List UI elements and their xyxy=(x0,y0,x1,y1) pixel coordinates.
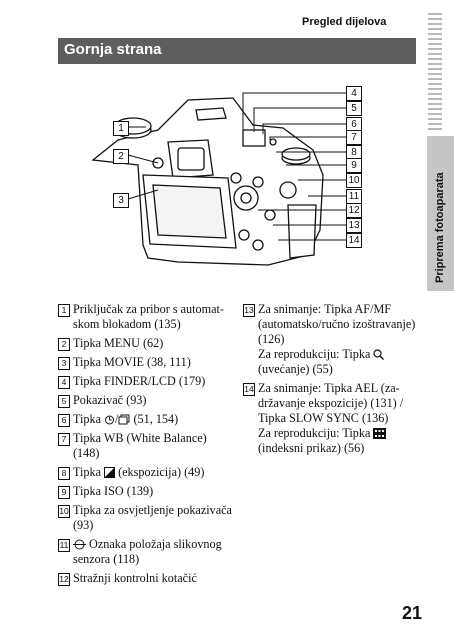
side-stripes xyxy=(428,13,442,133)
side-tab-label: Priprema fotoaparata xyxy=(434,172,446,283)
item-number: 6 xyxy=(58,414,70,427)
item-number: 5 xyxy=(58,395,70,408)
callout-7: 7 xyxy=(346,130,362,145)
continuous-shooting-icon xyxy=(118,414,130,425)
item-text-suffix: (uvećanje) (55) xyxy=(258,362,333,376)
item-number: 3 xyxy=(58,357,70,370)
item-number: 14 xyxy=(243,383,255,396)
exposure-compensation-icon xyxy=(104,467,116,478)
item-number: 7 xyxy=(58,433,70,446)
callout-11: 11 xyxy=(346,189,362,204)
callout-1: 1 xyxy=(113,121,129,136)
item-number: 13 xyxy=(243,304,255,317)
camera-figure: 1 2 3 4 5 6 7 8 9 10 11 12 13 14 xyxy=(58,70,398,290)
item-text: Pokazivač (93) xyxy=(73,393,147,407)
item-text-separator: / xyxy=(115,412,119,426)
item-text: Za snimanje: Tipka AEL (za- državanje ek… xyxy=(258,381,404,440)
item-text: Tipka ISO (139) xyxy=(73,484,154,498)
item-text: Za snimanje: Tipka AF/MF (automatsko/ruč… xyxy=(258,302,416,361)
item-number: 1 xyxy=(58,304,70,317)
callout-13: 13 xyxy=(346,218,362,233)
item-number: 10 xyxy=(58,505,70,518)
item-text-prefix: Tipka xyxy=(73,465,105,479)
magnifier-icon xyxy=(373,349,385,360)
callout-5: 5 xyxy=(346,101,362,116)
page-header-title: Pregled dijelova xyxy=(302,16,387,28)
item-number: 12 xyxy=(58,573,70,586)
item-text: Tipka za osvjetljenje pokazivača (93) xyxy=(73,503,232,532)
callout-9: 9 xyxy=(346,158,362,173)
item-text: Stražnji kontrolni kotačić xyxy=(73,571,197,585)
item-number: 8 xyxy=(58,467,70,480)
item-number: 11 xyxy=(58,539,70,552)
callout-4: 4 xyxy=(346,86,362,101)
item-text-suffix: (indeksni prikaz) (56) xyxy=(258,441,365,455)
callout-2: 2 xyxy=(113,149,129,164)
callout-3: 3 xyxy=(113,193,129,208)
section-title: Gornja strana xyxy=(64,41,162,58)
item-text-suffix: (51, 154) xyxy=(130,412,179,426)
callout-10: 10 xyxy=(346,173,362,188)
section-bar: Gornja strana xyxy=(58,38,416,64)
list-item: 11 Oznaka položaja slikovnog senzora (11… xyxy=(58,537,238,567)
self-timer-icon xyxy=(105,415,115,425)
item-text: Oznaka položaja slikovnog senzora (118) xyxy=(73,537,222,566)
item-text: Tipka WB (White Balance) (148) xyxy=(73,431,207,460)
item-number: 9 xyxy=(58,486,70,499)
callout-12: 12 xyxy=(346,203,362,218)
callout-14: 14 xyxy=(346,233,362,248)
index-grid-icon xyxy=(373,428,387,439)
item-text: Tipka MOVIE (38, 111) xyxy=(73,355,191,369)
camera-back-top-illustration xyxy=(91,92,346,266)
item-text: Priključak za pribor s automat- skom blo… xyxy=(73,302,224,331)
side-tab xyxy=(427,136,454,291)
item-text: Tipka MENU (62) xyxy=(73,336,164,350)
item-text-suffix: (ekspozicija) (49) xyxy=(115,465,205,479)
image-sensor-position-icon xyxy=(73,539,86,550)
item-text-prefix: Tipka xyxy=(73,412,105,426)
item-number: 2 xyxy=(58,338,70,351)
item-number: 4 xyxy=(58,376,70,389)
page-number: 21 xyxy=(402,603,423,623)
item-text: Tipka FINDER/LCD (179) xyxy=(73,374,206,388)
